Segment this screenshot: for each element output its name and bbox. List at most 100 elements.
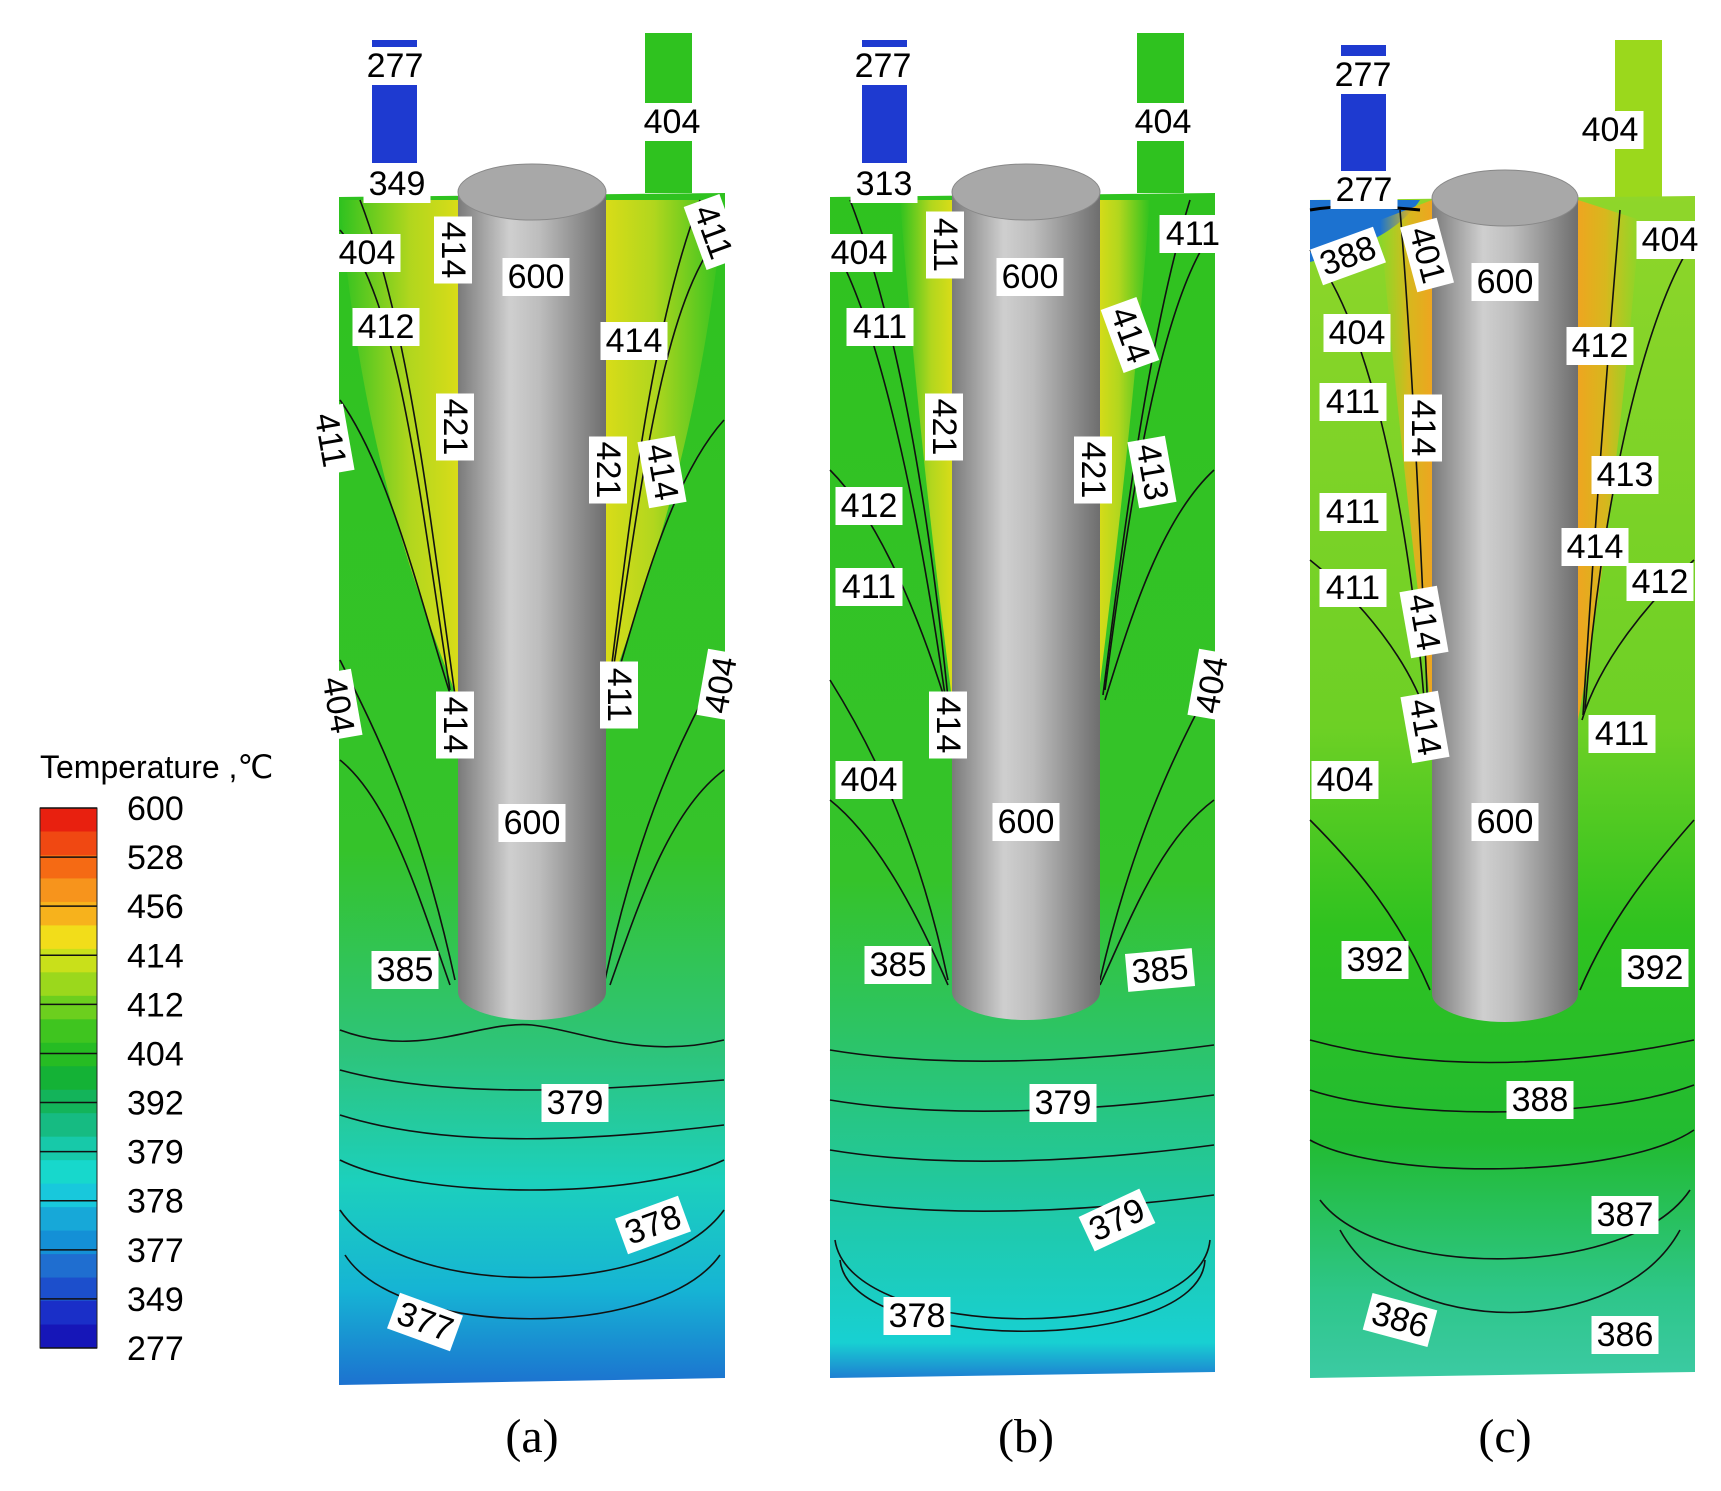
cylinder-a-body bbox=[458, 192, 606, 992]
contour-label-text: 600 bbox=[1477, 263, 1534, 301]
contour-label-box bbox=[615, 1195, 691, 1255]
contour-label: 404 bbox=[835, 761, 903, 799]
contour-label-text: 421 bbox=[925, 399, 963, 456]
contour-label: 421 bbox=[436, 393, 474, 461]
contour-label: 404 bbox=[333, 234, 401, 272]
contour-label: 600 bbox=[498, 804, 566, 842]
contour-label: 411 bbox=[846, 308, 914, 346]
contour-label-box bbox=[589, 436, 627, 504]
contour-label-box bbox=[1362, 1292, 1438, 1348]
contour-label: 414 bbox=[1400, 690, 1450, 764]
legend-color-step bbox=[40, 948, 97, 973]
contour-label-box bbox=[1471, 263, 1539, 301]
contour-label-text: 277 bbox=[855, 47, 912, 85]
contour-label: 411 bbox=[835, 568, 903, 606]
contour-label-text: 379 bbox=[1035, 1084, 1092, 1122]
contour-label-text: 413 bbox=[1597, 456, 1654, 494]
contour-label-text: 404 bbox=[1642, 221, 1699, 259]
contour-label-text: 411 bbox=[307, 410, 354, 470]
contour-label-text: 414 bbox=[434, 222, 472, 279]
contour-label-box bbox=[1029, 1084, 1097, 1122]
contour-label-box bbox=[1576, 111, 1644, 149]
contour-label-box bbox=[1330, 171, 1398, 209]
contour-label-text: 385 bbox=[377, 951, 434, 989]
contour-label: 414 bbox=[434, 216, 472, 284]
contour-label: 313 bbox=[850, 165, 918, 203]
cylinder-b-bottom bbox=[952, 964, 1100, 1020]
contour-label: 414 bbox=[929, 691, 967, 759]
contour-label: 411 bbox=[1319, 383, 1387, 421]
contour-label: 413 bbox=[1127, 435, 1177, 509]
contour-label-box bbox=[929, 691, 967, 759]
contour-label-text: 392 bbox=[1627, 949, 1684, 987]
legend-color-step bbox=[40, 1019, 97, 1044]
legend-color-step bbox=[40, 972, 97, 997]
contour-label-text: 412 bbox=[841, 487, 898, 525]
contour-label-box bbox=[883, 1297, 951, 1335]
contour-label-box bbox=[361, 47, 429, 85]
contour-label-text: 404 bbox=[1317, 761, 1374, 799]
contour-label-text: 412 bbox=[1632, 563, 1689, 601]
contour-label-text: 414 bbox=[929, 697, 967, 754]
contour-label-box bbox=[637, 435, 687, 509]
contour-label-text: 385 bbox=[870, 946, 927, 984]
contour-label: 404 bbox=[825, 234, 893, 272]
legend-tick-label: 412 bbox=[127, 986, 184, 1024]
inlet-c-body bbox=[1341, 92, 1386, 172]
legend-color-step bbox=[40, 1207, 97, 1232]
contour-label-text: 600 bbox=[508, 258, 565, 296]
contour-label: 385 bbox=[864, 946, 932, 984]
contour-label: 386 bbox=[1591, 1316, 1659, 1354]
contour-label-text: 411 bbox=[1166, 215, 1220, 253]
contour-label-box bbox=[1078, 1188, 1156, 1252]
contour-label: 600 bbox=[1471, 803, 1539, 841]
contour-label-box bbox=[835, 568, 903, 606]
contour-label-box bbox=[541, 1084, 609, 1122]
contour-label-box bbox=[1591, 1316, 1659, 1354]
contour-label: 412 bbox=[1566, 327, 1634, 365]
contour-label-box bbox=[849, 47, 917, 85]
contour-label: 378 bbox=[883, 1297, 951, 1335]
cylinder-a-bottom bbox=[458, 964, 606, 1020]
legend-color-step bbox=[40, 1113, 97, 1138]
contour-label-text: 349 bbox=[369, 165, 426, 203]
cylinder-b-top bbox=[951, 163, 1101, 221]
cylinder-c-body bbox=[1432, 198, 1578, 994]
contour-label-box bbox=[1621, 949, 1689, 987]
contour-label-box bbox=[846, 308, 914, 346]
contour-label-text: 414 bbox=[1567, 528, 1624, 566]
contour-label-box bbox=[696, 648, 746, 722]
contour-label: 386 bbox=[1362, 1292, 1438, 1348]
contour-label-text: 379 bbox=[547, 1084, 604, 1122]
contour-label-box bbox=[600, 322, 668, 360]
contour-label-box bbox=[1399, 217, 1455, 293]
contour-label: 421 bbox=[589, 436, 627, 504]
legend-tick-label: 379 bbox=[127, 1134, 184, 1172]
contour-label-box bbox=[1591, 456, 1659, 494]
contour-label-text: 404 bbox=[1329, 314, 1386, 352]
legend-colorbar bbox=[39, 807, 98, 1349]
contour-label-text: 414 bbox=[436, 697, 474, 754]
contour-label-text: 600 bbox=[1477, 803, 1534, 841]
legend-tick-label: 404 bbox=[127, 1035, 184, 1073]
contour-label-text: 411 bbox=[1326, 383, 1380, 421]
contour-label: 404 bbox=[1636, 221, 1704, 259]
contour-label: 600 bbox=[502, 258, 570, 296]
contour-label: 411 bbox=[1319, 493, 1387, 531]
legend-color-step bbox=[40, 1136, 97, 1161]
legend-color-step bbox=[40, 1277, 97, 1302]
contour-label: 411 bbox=[1159, 215, 1227, 253]
contour-label-text: 414 bbox=[606, 322, 663, 360]
legend-color-step bbox=[40, 1160, 97, 1185]
contour-label: 379 bbox=[1029, 1084, 1097, 1122]
contour-label-box bbox=[1124, 948, 1196, 992]
legend-tick-label: 378 bbox=[127, 1183, 184, 1221]
legend-color-step bbox=[40, 808, 97, 832]
legend-tick-label: 277 bbox=[127, 1330, 184, 1368]
legend-color-step bbox=[40, 1230, 97, 1255]
contour-label-box bbox=[1506, 1081, 1574, 1119]
contour-label: 379 bbox=[541, 1084, 609, 1122]
cylinder-b-body bbox=[952, 192, 1100, 992]
